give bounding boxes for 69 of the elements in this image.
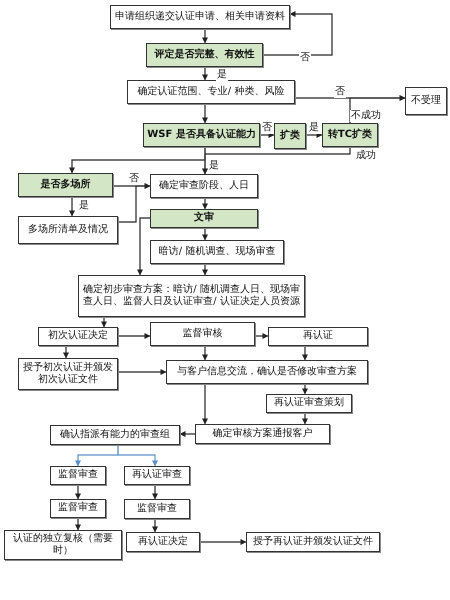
decision-box: 扩类 [274,123,306,149]
arrow [202,264,208,276]
process-box: 监督审查 [124,499,190,519]
process-box: 确认指派有能力的审查组 [50,425,180,445]
arrow [101,317,107,328]
arrow [202,384,208,424]
arrow [200,539,246,545]
arrow [180,431,195,437]
process-box: 授予初次认证并颁发初次认证文件 [18,358,118,390]
process-box: 确定审查阶段、人日 [150,174,258,198]
process-box: 监督审查 [50,499,106,518]
arrow [69,197,75,216]
process-box: 暗访/ 随机调查、现场审查 [150,240,284,264]
arrow [202,198,208,210]
process-box: 监督审核 [150,322,255,346]
arrow [202,104,208,124]
arrow [118,369,166,375]
edge-label: 是 [78,200,90,212]
arrow [152,485,158,500]
arrow [202,29,208,44]
edge-label: 否 [261,122,273,134]
arrow [63,346,69,358]
edge-label: 成功 [355,150,377,162]
edge-label: 否 [128,173,140,185]
arrow [202,346,208,360]
process-box: 多场所清单及情况 [18,216,118,244]
edge-label: 是 [216,69,228,81]
process-box: 申请组织递交认证申请、相关申请资料 [110,5,290,29]
process-box: 授予再认证并颁发认证文件 [246,532,380,552]
arrow [137,217,150,276]
decision-box: 文审 [150,209,258,228]
process-box: 不受理 [405,87,447,115]
arrow [302,346,308,360]
arrow [152,519,158,532]
decision-box: 评定是否完整、有效性 [146,43,263,67]
arrow [260,132,274,138]
decision-box: 是否多场所 [18,173,113,197]
process-box: 确定审核方案通报客户 [195,424,330,444]
process-box: 与客户信息交流，确认是否修改审查方案 [166,360,368,384]
decision-box: WSF 是否具备认证能力 [143,123,260,147]
process-box: 确定认证范围、专业/ 种类、风险 [127,80,295,104]
arrow [75,518,81,530]
edge-label: 是 [208,160,220,172]
arrow [302,413,308,424]
arrow [75,485,81,500]
arrow [118,183,150,223]
arrow [69,147,206,174]
arrow [263,11,333,56]
process-box: 监督审查 [50,466,106,485]
arrow [202,67,208,80]
edge-label: 否 [334,86,346,98]
process-box: 确定初步审查方案：暗访/ 随机调查人日、现场审查人日、监督人日及认证审查/ 认证决定人员资源 [78,275,305,317]
process-box: 认证的独立复核（需要时） [4,530,122,560]
decision-box: 转TC扩类 [322,123,378,147]
arrow [118,333,150,339]
arrow [302,384,308,394]
process-box: 再认证审查 [124,466,190,485]
arrow [349,95,406,123]
edge-label: 是 [308,122,320,134]
process-box: 初次认证决定 [38,327,118,346]
arrow [255,333,268,339]
process-box: 再认证审查策划 [266,394,352,413]
edge-label: 否 [299,52,311,64]
arrow [306,132,322,138]
edge-label: 不成功 [350,110,382,122]
arrow [202,228,208,240]
arrow [117,445,158,466]
process-box: 再认证 [268,327,368,346]
process-box: 再认证决定 [126,532,200,552]
